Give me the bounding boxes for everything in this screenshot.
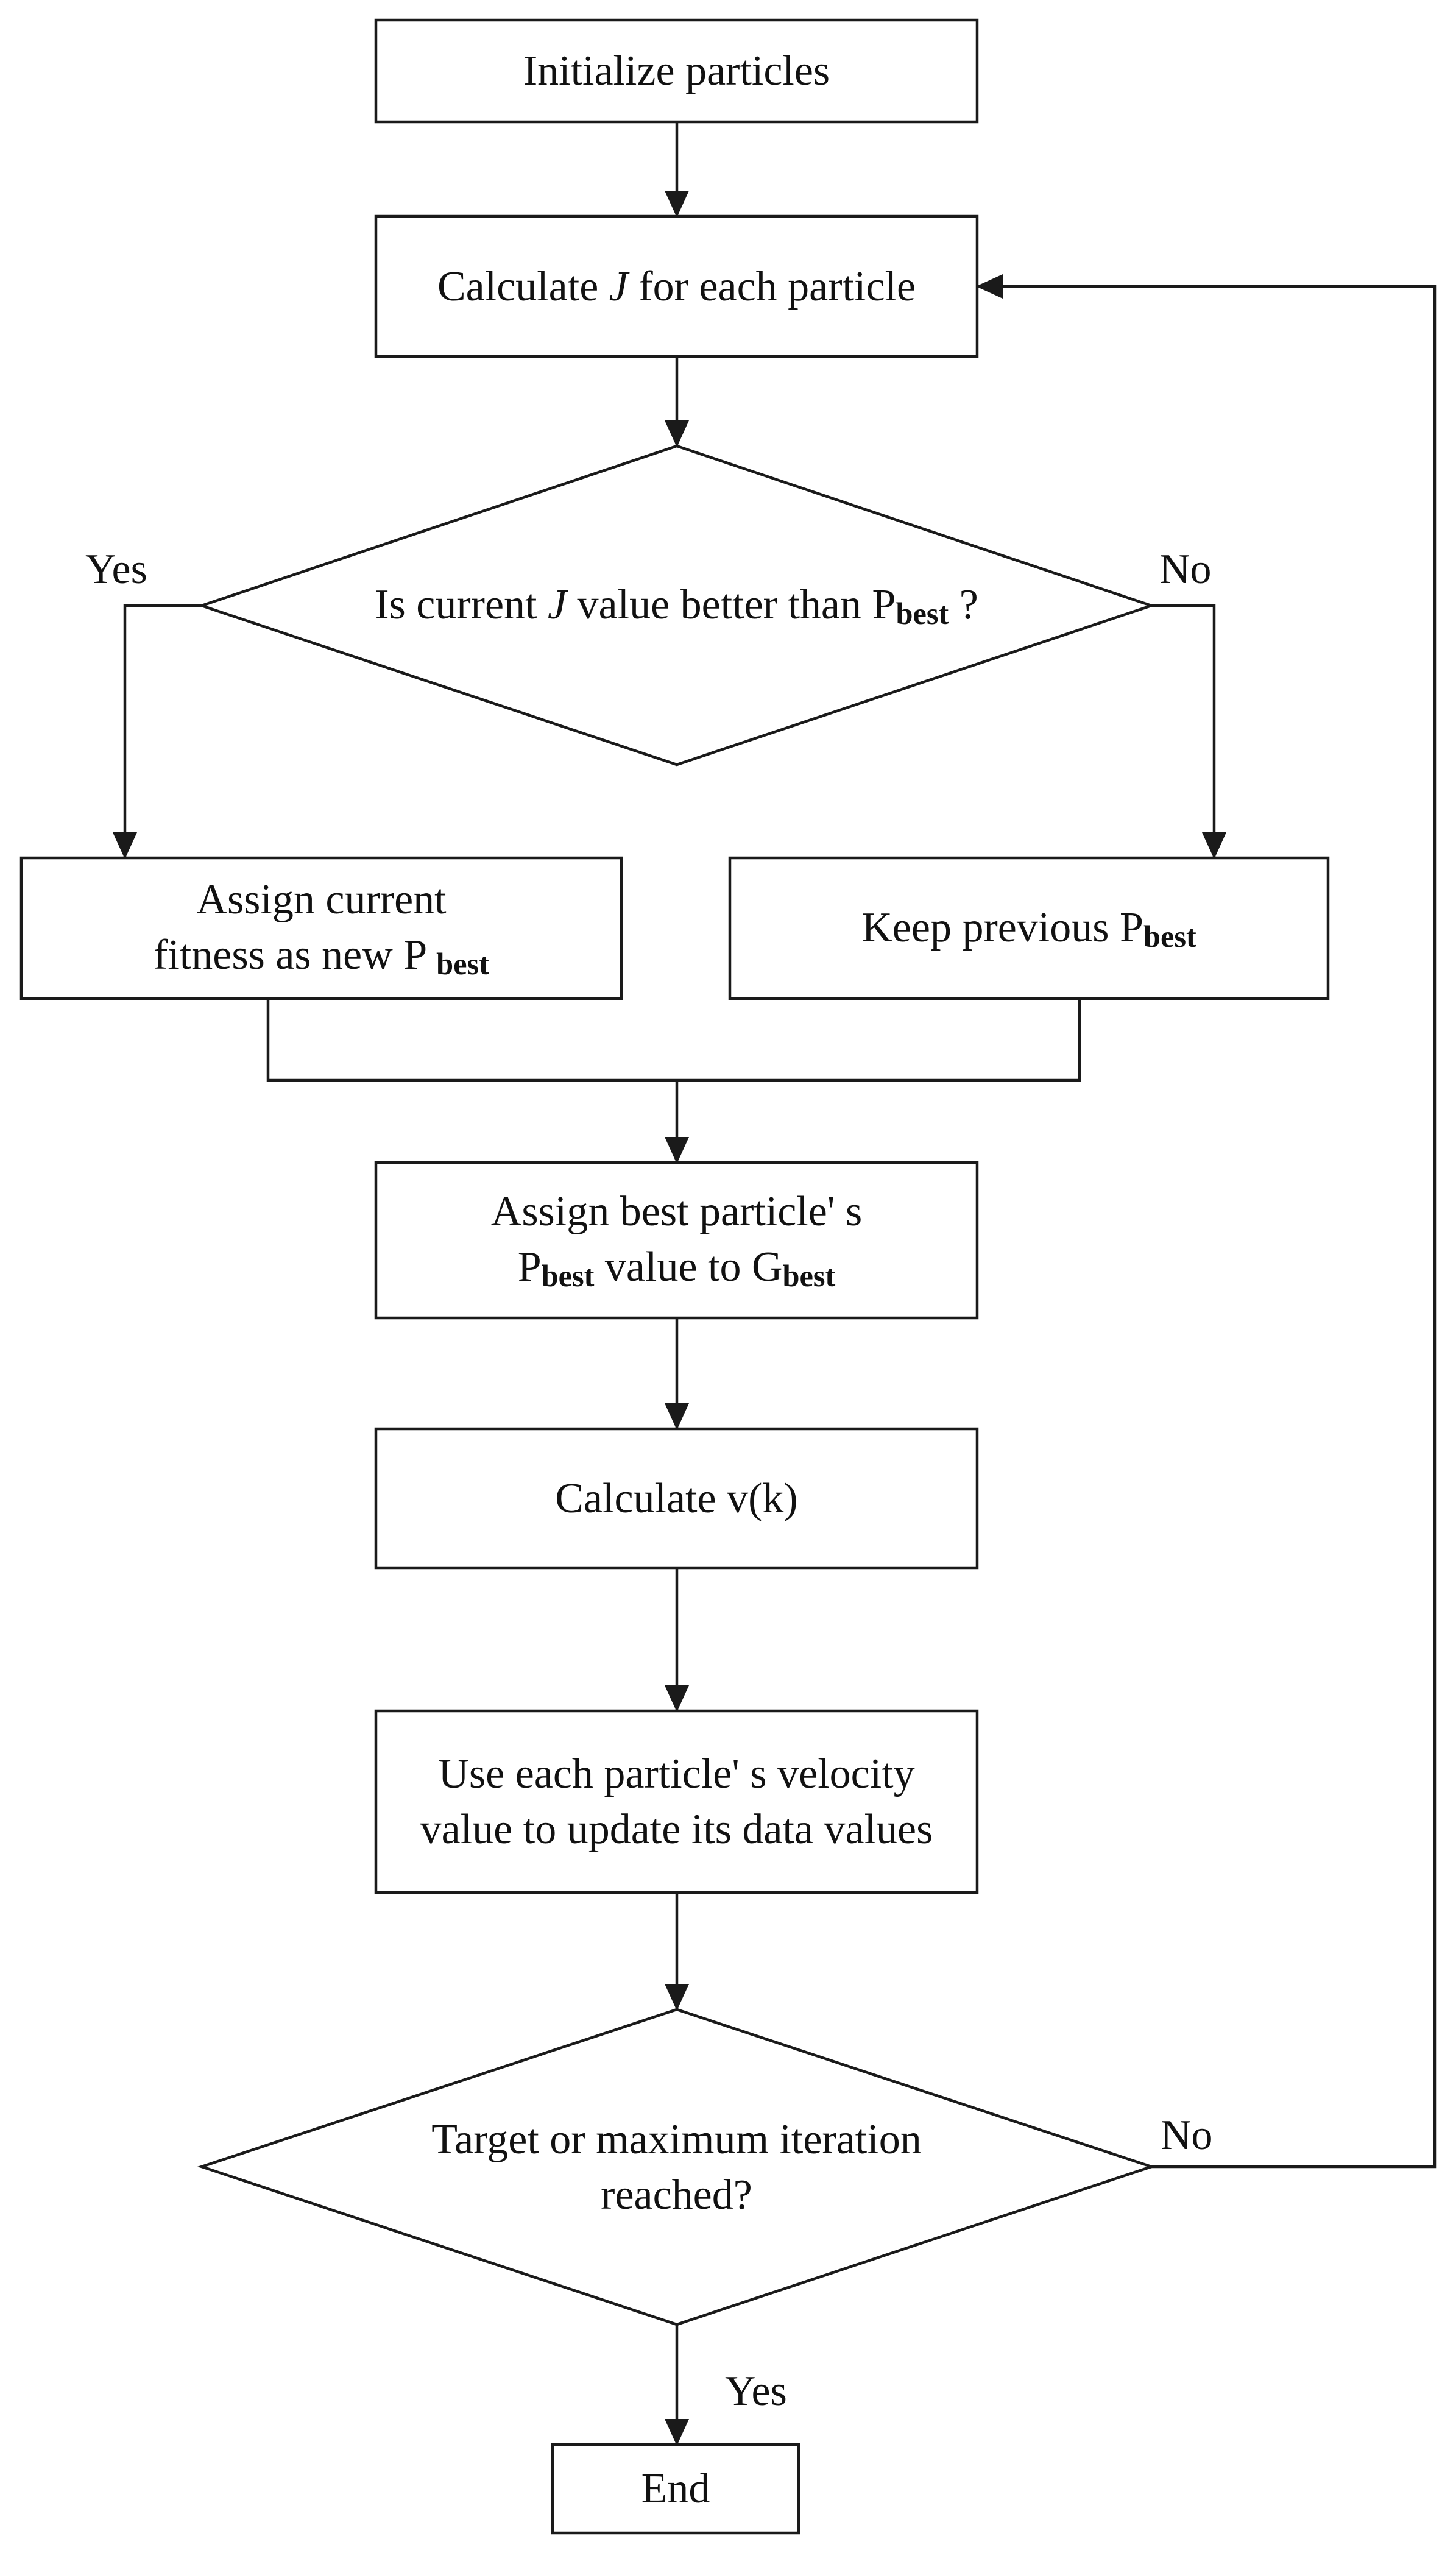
calc-v-label: Calculate v(k) [555, 1475, 798, 1522]
keep-box [728, 856, 1330, 1000]
j-symbol: J [547, 581, 567, 628]
edge-decision1-no [1151, 604, 1226, 859]
gbest-label: Assign best particle' s Pbest value to G… [490, 1188, 863, 1294]
end-label: End [641, 2465, 710, 2512]
decision1-yes-label: Yes [85, 546, 147, 593]
edge-decision1-yes [113, 604, 202, 859]
decision1-no-label: No [1159, 546, 1212, 593]
j-symbol: J [609, 263, 628, 310]
decision2-yes-label: Yes [725, 2368, 787, 2415]
edge-merge [266, 999, 1081, 1082]
decision1-label: Is current J value better than Pbest ? [375, 581, 978, 631]
decision1-diamond [197, 444, 1156, 767]
decision2-label: Target or maximum iteration reached? [431, 2116, 922, 2218]
assign-label: Assign current fitness as new P best [154, 876, 489, 982]
decision2-no-label: No [1161, 2112, 1213, 2159]
calc-j-label: Calculate J for each particle [437, 263, 916, 310]
update-label: Use each particle' s velocity value to u… [420, 1751, 933, 1853]
keep-label: Keep previous Pbest [861, 904, 1196, 954]
assign-box [19, 856, 623, 1000]
init-label: Initialize particles [523, 48, 830, 94]
edge-decision2-no-loop [976, 274, 1437, 2169]
